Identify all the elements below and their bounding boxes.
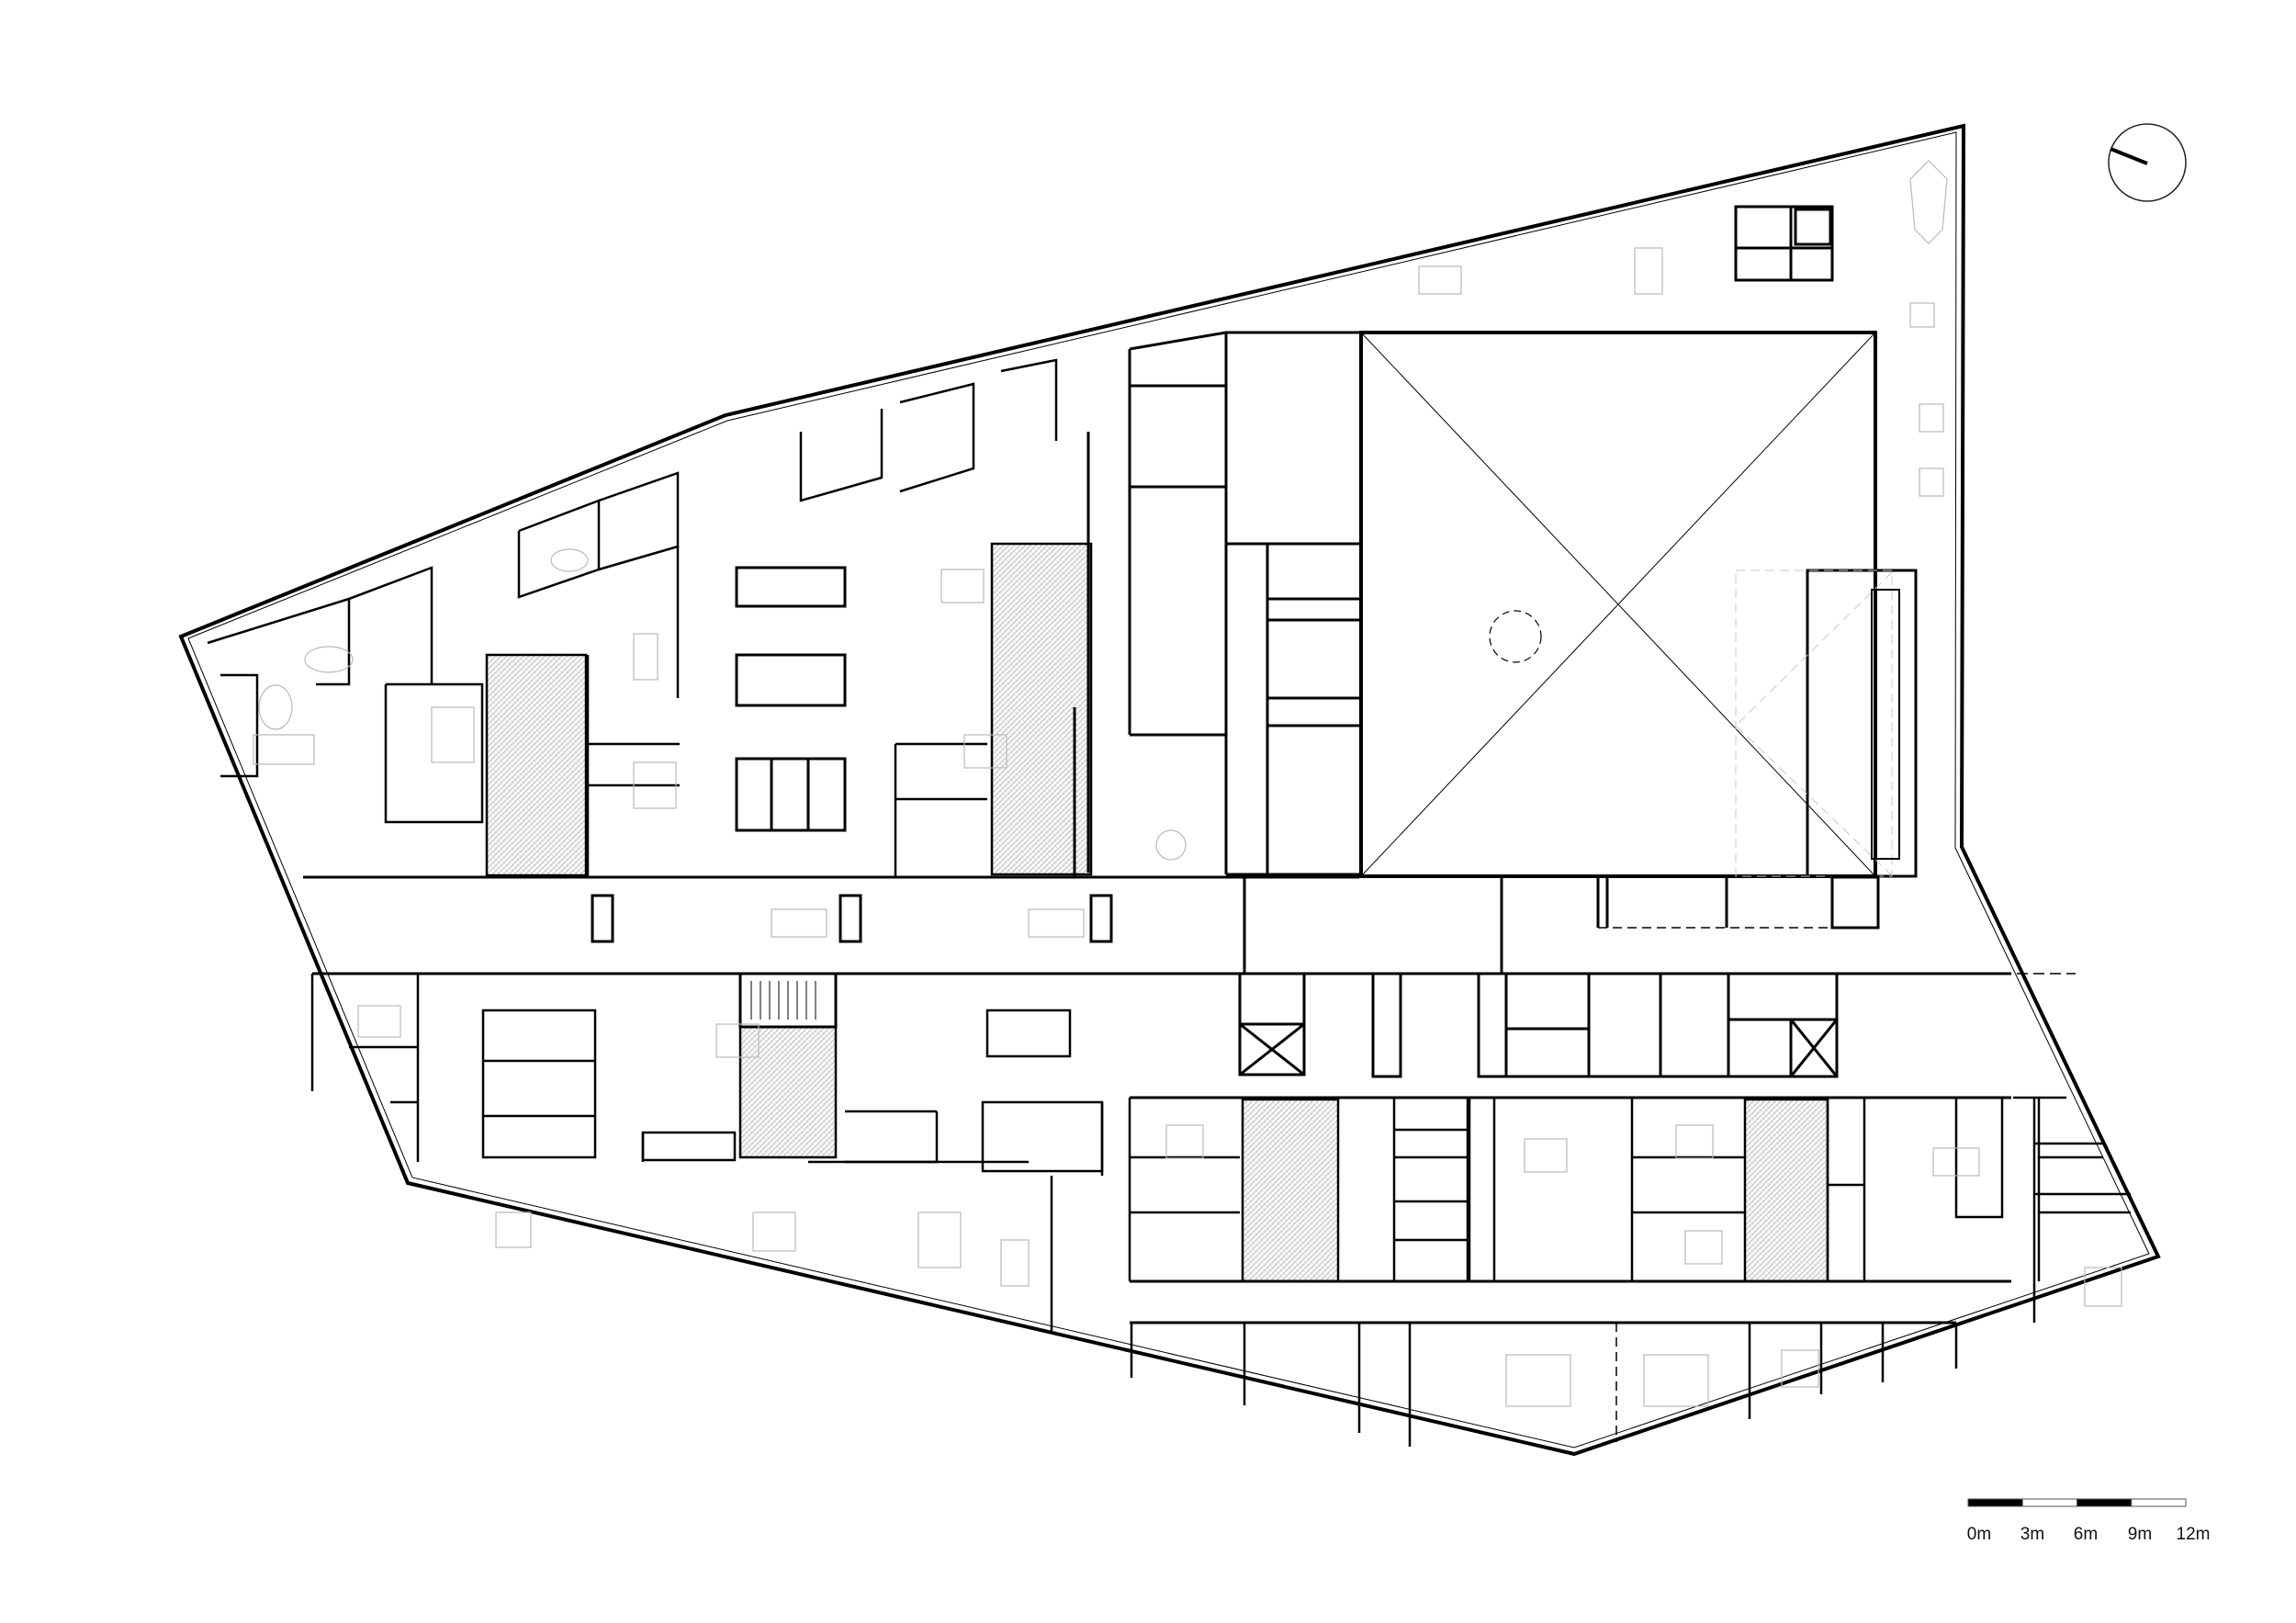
courtyard-3 [738,1025,838,1159]
building-outline [178,123,2161,1457]
central-cores [1238,972,1839,1078]
scale-label: 6m [2073,1525,2099,1544]
scale-bar-segment [1967,1498,2023,1507]
left-wing-rooms [207,358,1058,877]
scale-bar-segment [2021,1498,2077,1507]
furniture [253,160,2122,1407]
north-arrow-circle [2108,123,2187,202]
staircase-left [738,972,838,1029]
scale-label: 3m [2020,1525,2045,1544]
courtyard-1 [485,653,588,877]
scale-bar-segment [2131,1498,2187,1507]
atrium-east-annex [1735,569,1918,878]
north-arrow-needle-icon [2110,147,2148,165]
courtyards [485,542,1829,1283]
scale-label: 12m [2176,1525,2211,1544]
courtyard-4 [1241,1098,1340,1283]
scale-bar [1967,1498,2187,1507]
atrium-south-rooms [1243,875,1880,974]
scale-label: 9m [2127,1525,2153,1544]
upper-right-core [1734,205,1834,282]
courtyard-2 [990,542,1093,876]
bottom-meeting-rooms [1130,1323,1958,1447]
right-wing-rooms [1918,973,2131,1323]
lower-middle-rooms [1128,1096,2131,1283]
atrium [1359,331,1877,878]
lower-left-rooms [310,974,1104,1332]
corridor-doors [591,432,1113,943]
atrium-west-block [1128,331,1361,876]
scale-bar-segment [2077,1498,2133,1507]
skylight-circle [1489,610,1542,663]
wc-core-left [735,566,847,832]
north-arrow [2108,123,2187,202]
scale-label: 0m [1966,1525,1992,1544]
facade-inner [187,131,2150,1448]
courtyard-5 [1743,1098,1829,1283]
